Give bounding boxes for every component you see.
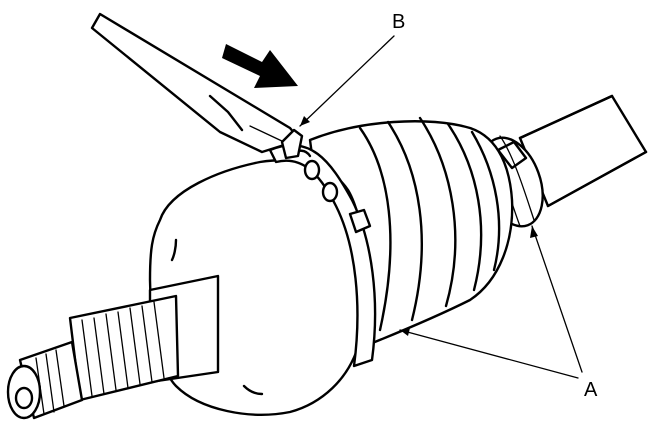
push-direction-arrow [222, 44, 298, 88]
leader-line-a-right [531, 225, 583, 373]
leader-line-a-left [399, 329, 579, 379]
leader-line-b [299, 35, 395, 127]
splined-stub-shaft [6, 274, 220, 420]
screwdriver-tool [90, 12, 302, 154]
callout-label-a: A [584, 379, 598, 401]
callout-label-b: B [392, 11, 405, 33]
leader-lines [299, 35, 583, 379]
large-boot-band [268, 128, 377, 368]
